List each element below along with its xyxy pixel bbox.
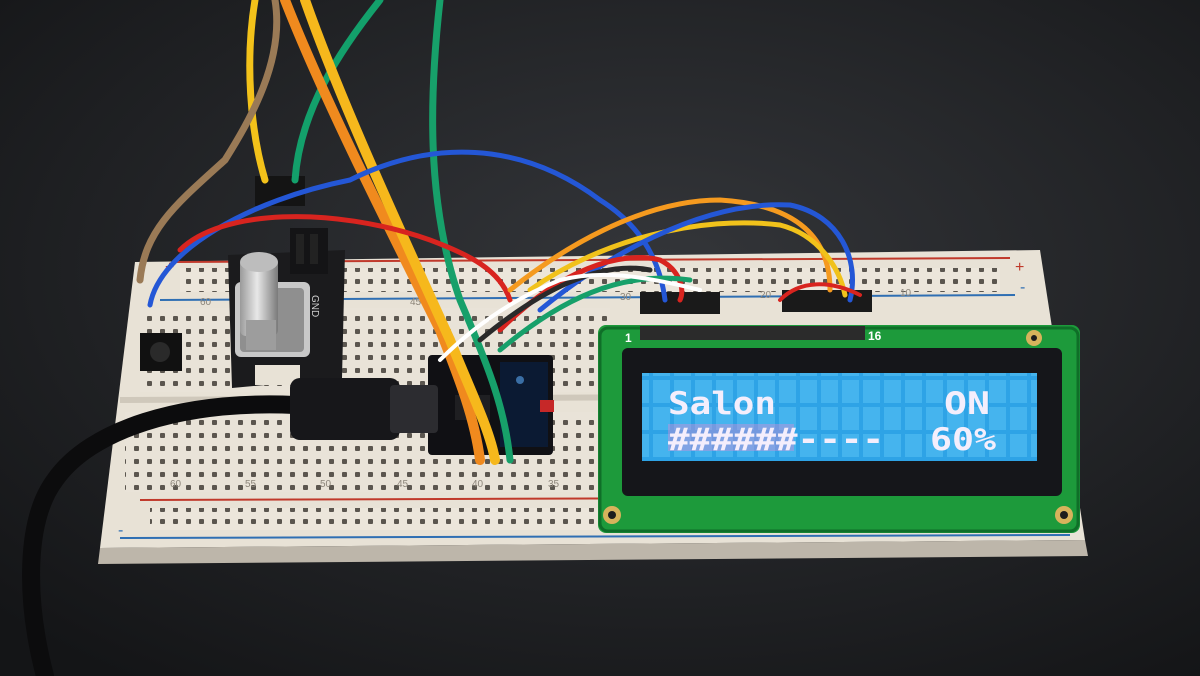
col-number: 55	[245, 479, 257, 490]
col-number: 10	[900, 288, 912, 299]
lcd-line2-percent: 60%	[930, 422, 996, 458]
encoder-pin-label: GND	[309, 295, 320, 317]
push-button[interactable]	[140, 333, 182, 371]
col-number: 30	[620, 292, 632, 303]
rail-minus-right: -	[1020, 279, 1025, 296]
rotary-encoder-module: GND	[228, 228, 345, 388]
col-number: 50	[320, 479, 332, 490]
lcd-line1-left: Salon	[668, 386, 776, 422]
lcd-header-pins	[640, 326, 865, 340]
col-number: 60	[200, 297, 212, 308]
col-number: 40	[472, 479, 484, 490]
rail-minus-left: -	[118, 522, 123, 539]
lcd-pin-last-label: 16	[868, 329, 882, 343]
col-number: 45	[410, 297, 422, 308]
lcd-module: 1 16 Salon ON ######---- 60%	[598, 325, 1080, 533]
jumper-wires	[136, 0, 862, 465]
col-number: 35	[548, 479, 560, 490]
lcd-pin-first-label: 1	[625, 331, 632, 345]
lcd-line2-bar: ######----	[668, 422, 884, 458]
col-number: 60	[170, 479, 182, 490]
usb-c-cable	[22, 378, 438, 676]
encoder-knob[interactable]	[240, 252, 278, 350]
rail-plus-right: +	[1015, 259, 1024, 276]
col-number: 20	[760, 290, 772, 301]
col-number: 45	[397, 479, 409, 490]
lcd-line1-right: ON	[944, 386, 990, 422]
